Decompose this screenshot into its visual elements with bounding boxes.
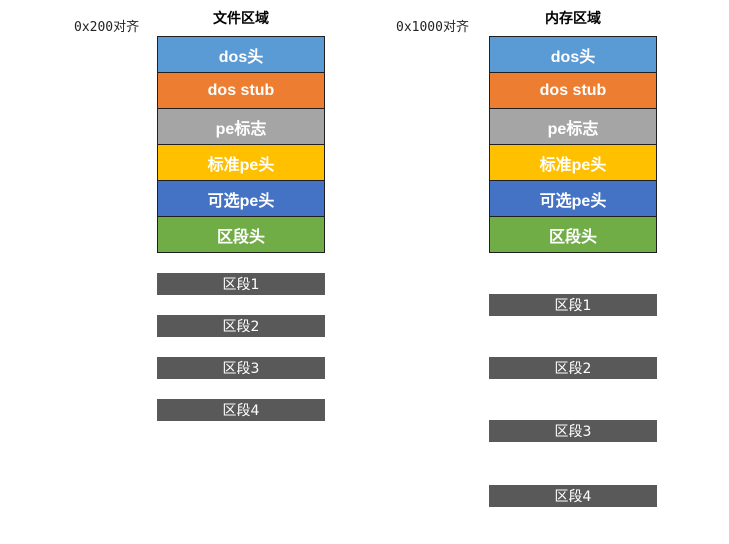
memory-section-1-bar: 区段1 [489,294,657,316]
memory-section-headers-block: 区段头 [489,216,657,253]
memory-dos-header-block: dos头 [489,36,657,72]
memory-optional-pe-header-block: 可选pe头 [489,180,657,216]
memory-region-title: 内存区域 [545,11,601,27]
memory-header-stack: dos头 dos stub pe标志 标准pe头 可选pe头 区段头 [489,36,657,253]
memory-section-2-bar: 区段2 [489,357,657,379]
memory-section-4-bar: 区段4 [489,485,657,507]
memory-dos-stub-block: dos stub [489,72,657,108]
file-section-headers-block: 区段头 [157,216,325,253]
file-region-title: 文件区域 [213,11,269,27]
file-header-stack: dos头 dos stub pe标志 标准pe头 可选pe头 区段头 [157,36,325,253]
file-standard-pe-header-block: 标准pe头 [157,144,325,180]
memory-section-3-bar: 区段3 [489,420,657,442]
file-pe-signature-block: pe标志 [157,108,325,144]
file-section-4-bar: 区段4 [157,399,325,421]
file-section-1-bar: 区段1 [157,273,325,295]
file-section-2-bar: 区段2 [157,315,325,337]
file-optional-pe-header-block: 可选pe头 [157,180,325,216]
file-dos-stub-block: dos stub [157,72,325,108]
file-alignment-label: 0x200对齐 [74,20,140,35]
memory-pe-signature-block: pe标志 [489,108,657,144]
file-dos-header-block: dos头 [157,36,325,72]
memory-alignment-label: 0x1000对齐 [396,20,469,35]
file-section-3-bar: 区段3 [157,357,325,379]
memory-standard-pe-header-block: 标准pe头 [489,144,657,180]
